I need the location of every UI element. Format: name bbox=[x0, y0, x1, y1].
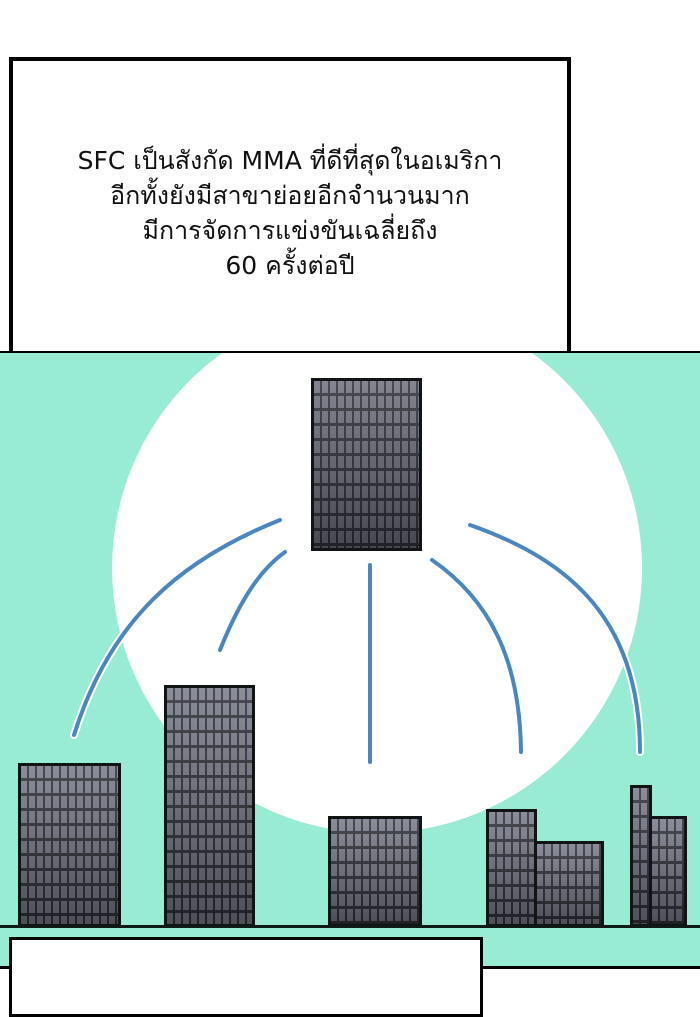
branch-building-1 bbox=[18, 763, 121, 927]
branch-building-4b bbox=[534, 841, 604, 927]
caption-box-top: SFC เป็นสังกัด MMA ที่ดีที่สุดในอเมริกา … bbox=[9, 57, 571, 364]
ground-line bbox=[0, 925, 700, 928]
branch-building-5a bbox=[630, 785, 652, 927]
branch-building-2 bbox=[164, 685, 255, 927]
caption-line-1: SFC เป็นสังกัด MMA ที่ดีที่สุดในอเมริกา bbox=[77, 145, 503, 175]
caption-line-2: อีกทั้งยังมีสาขาย่อยอีกจำนวนมาก bbox=[110, 180, 470, 210]
branch-building-4a bbox=[486, 809, 537, 927]
headquarters-building bbox=[311, 378, 422, 551]
caption-line-3: มีการจัดการแข่งขันเฉลี่ยถึง bbox=[142, 215, 438, 245]
caption-box-bottom bbox=[9, 937, 483, 1017]
caption-text: SFC เป็นสังกัด MMA ที่ดีที่สุดในอเมริกา … bbox=[78, 139, 503, 283]
branch-building-3 bbox=[328, 816, 422, 927]
caption-line-4: 60 ครั้งต่อปี bbox=[225, 250, 355, 280]
branch-building-5b bbox=[649, 816, 687, 927]
